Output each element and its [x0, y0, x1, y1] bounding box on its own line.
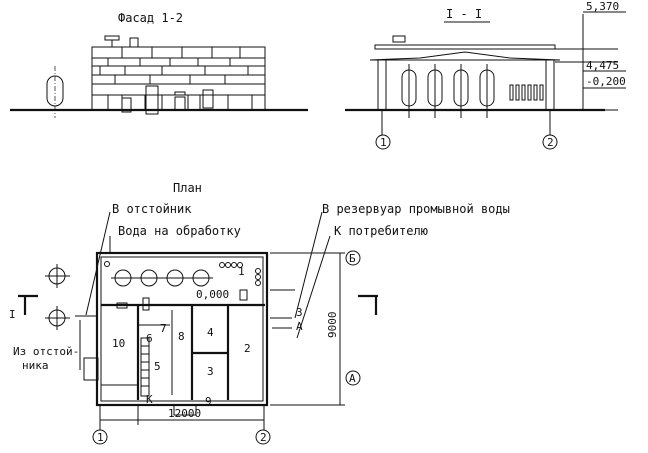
facade-building: [91, 46, 266, 111]
axis-marker-1: [92, 429, 108, 445]
filter-tanks: [401, 64, 495, 118]
floor-level: 0,000: [196, 288, 229, 301]
plan-title: План: [173, 181, 202, 195]
vestibule: [83, 357, 99, 381]
axis-marker: [375, 134, 391, 150]
label-water-treatment: Вода на обработку: [118, 224, 241, 238]
section-view: I - I: [345, 0, 626, 150]
label-to-reservoir: В резервуар промывной воды: [322, 202, 510, 216]
door-sign: [174, 91, 186, 96]
label-to-settler: В отстойник: [112, 202, 192, 216]
label-z: З: [296, 306, 303, 319]
axis-marker-b: [345, 250, 361, 266]
axis-label: А: [349, 372, 356, 385]
room-3: 3: [207, 365, 214, 378]
room-2: 2: [244, 342, 251, 355]
label-k: К: [146, 393, 153, 406]
label-a: А: [296, 320, 303, 333]
axis-label: 2: [547, 136, 554, 149]
room-9: 9: [205, 395, 212, 408]
level-dimensions: 5,370 4,475 -0,200: [555, 0, 626, 111]
dimension-width: 12000: [168, 407, 201, 420]
svg-text:I: I: [9, 308, 16, 321]
window: [145, 85, 159, 115]
label-to-consumer: К потребителю: [334, 224, 428, 238]
room-5: 5: [154, 360, 161, 373]
room-4: 4: [207, 326, 214, 339]
filter-tanks-plan: [45, 261, 261, 330]
louvers: [509, 84, 544, 101]
roof-slab: [374, 44, 556, 50]
facade-view: Фасад 1-2: [10, 11, 308, 118]
level-ground: -0,200: [586, 75, 626, 88]
porch: [173, 404, 197, 416]
section-title: I - I: [446, 7, 482, 21]
axis-label: 2: [260, 431, 267, 444]
room-1: 1: [238, 265, 245, 278]
axis-marker-2: [255, 429, 271, 445]
label-from-settler-1: Из отстой-: [13, 345, 79, 358]
axis-marker: [542, 134, 558, 150]
level-mid: 4,475: [586, 59, 619, 72]
roof-truss: [369, 51, 561, 61]
roof-vent: [392, 35, 406, 43]
plan-view: План В отстойник Вода на обработку В рез…: [9, 181, 510, 445]
axis-label: 1: [380, 136, 387, 149]
column: [545, 59, 555, 111]
facade-masonry: [92, 47, 265, 110]
axis-label: 1: [97, 431, 104, 444]
room-6: 6: [146, 332, 153, 345]
dimension-depth: 9000: [326, 312, 339, 339]
room-8: 8: [178, 330, 185, 343]
room-10: 10: [112, 337, 125, 350]
window: [202, 89, 214, 109]
section-cut-marker: I: [9, 294, 378, 321]
tank-icon: [46, 66, 64, 118]
entrance-door: [174, 96, 186, 111]
level-top: 5,370: [586, 0, 619, 13]
facade-title: Фасад 1-2: [118, 11, 183, 25]
roof-vent: [104, 35, 120, 41]
room-7: 7: [160, 322, 167, 335]
roof-vent: [129, 37, 139, 48]
axis-label: Б: [349, 252, 356, 265]
stairs: [140, 337, 150, 397]
column: [377, 59, 387, 111]
axis-marker-a: [345, 370, 361, 386]
window: [121, 97, 132, 113]
label-from-settler-2: ника: [22, 359, 49, 372]
